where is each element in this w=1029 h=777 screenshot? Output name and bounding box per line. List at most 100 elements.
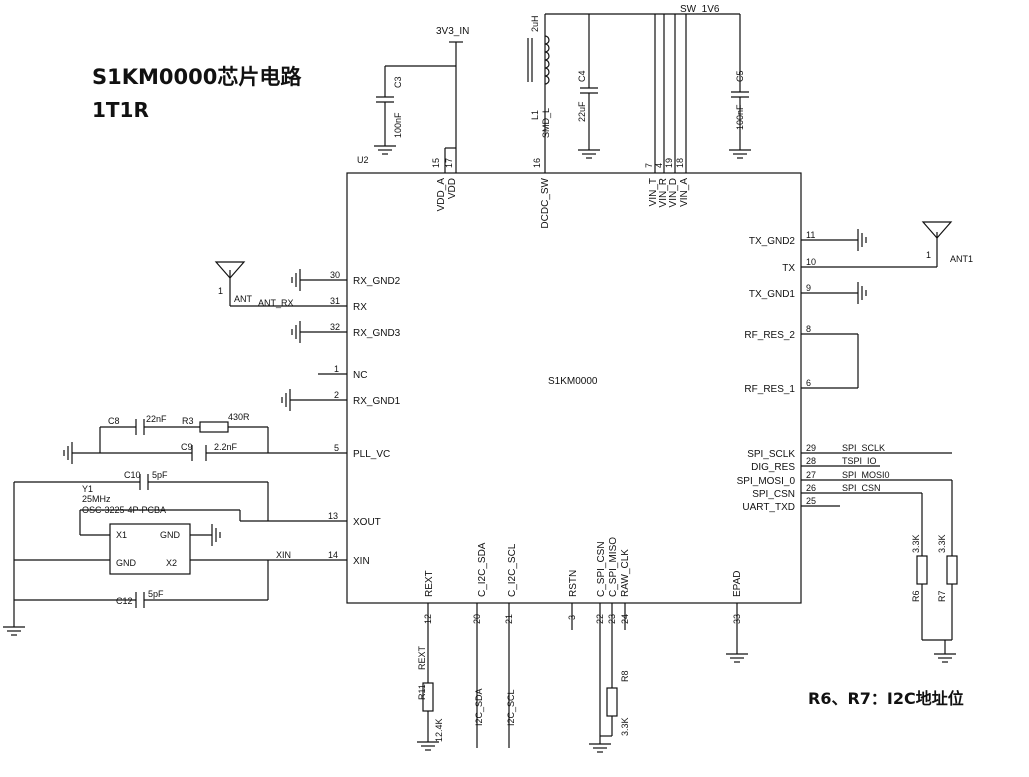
pin-num-rf-res-1: 6 xyxy=(806,378,811,388)
r3-ref: R3 xyxy=(182,416,194,426)
c10-value: 5pF xyxy=(152,470,168,480)
y1-pin-gnd-right: GND xyxy=(160,530,181,540)
pin-num-dig-res: 28 xyxy=(806,456,816,466)
chip-ref: U2 xyxy=(357,155,369,165)
chip-name: S1KM0000 xyxy=(548,376,598,387)
c3-value: 100nF xyxy=(393,112,403,138)
pin-name-rx-gnd2: RX_GND2 xyxy=(353,276,401,287)
resistor-r6 xyxy=(916,555,928,585)
net-tspi-io: TSPI_IO xyxy=(842,456,877,466)
pin-name-raw-clk: RAW_CLK xyxy=(620,549,631,597)
c9-ref: C9 xyxy=(181,442,193,452)
antenna-tx-ref: ANT1 xyxy=(950,254,973,264)
c3-ref: C3 xyxy=(393,76,403,88)
pin-name-tx: TX xyxy=(782,263,795,274)
r6-ref: R6 xyxy=(911,590,921,602)
pin-num-rext: 12 xyxy=(423,614,433,624)
pin-name-spi-mosi: SPI_MOSI_0 xyxy=(737,476,796,487)
y1-part: OSC-3225-4P-PCBA xyxy=(82,505,166,515)
pin-name-spi-miso: C_SPI_MISO xyxy=(608,537,619,597)
c4-value: 22uF xyxy=(577,101,587,122)
pin-name-uart-txd: UART_TXD xyxy=(742,502,795,513)
ground-c4-icon xyxy=(578,149,600,159)
pin-name-sda: C_I2C_SDA xyxy=(477,542,488,597)
pin-num-spi-mosi: 27 xyxy=(806,470,816,480)
c9-value: 2.2nF xyxy=(214,442,238,452)
pin-name-rf-res-2: RF_RES_2 xyxy=(744,330,795,341)
ground-r8-icon xyxy=(589,743,611,753)
r11-value: 12.4K xyxy=(434,718,444,742)
c8-value: 22nF xyxy=(146,414,167,424)
ground-c3-icon xyxy=(374,145,396,155)
pin-name-rstn: RSTN xyxy=(568,570,579,597)
l1-value: 2uH xyxy=(530,15,540,32)
r6-value: 3.3K xyxy=(911,534,921,553)
net-ant-rx: ANT_RX xyxy=(258,298,294,308)
net-rext: REXT xyxy=(417,645,427,670)
pin-num-rx-gnd1: 2 xyxy=(334,390,339,400)
pin-num-rx-gnd2: 30 xyxy=(330,270,340,280)
inductor-l1-icon xyxy=(527,35,550,85)
ground-tx-gnd1-icon xyxy=(857,282,867,304)
pin-name-spi-sclk: SPI_SCLK xyxy=(747,449,795,460)
r7-ref: R7 xyxy=(937,590,947,602)
pin-num-rx-gnd3: 32 xyxy=(330,322,340,332)
pin-num-sda: 20 xyxy=(472,614,482,624)
pin-name-rf-res-1: RF_RES_1 xyxy=(744,384,795,395)
antenna-tx-pin: 1 xyxy=(926,250,931,260)
y1-ref: Y1 xyxy=(82,484,93,494)
pin-num-vdd: 17 xyxy=(444,158,454,168)
ground-r11-icon xyxy=(417,741,439,751)
r8-ref: R8 xyxy=(620,670,630,682)
pin-num-vin-t: 7 xyxy=(644,163,654,168)
ground-epad-icon xyxy=(726,653,748,663)
pin-name-spi-csn-b: C_SPI_CSN xyxy=(596,541,607,597)
pin-name-vin-t: VIN_T xyxy=(648,178,659,206)
pin-num-rx: 31 xyxy=(330,296,340,306)
ground-rx-gnd2-icon xyxy=(291,269,301,291)
r8-value: 3.3K xyxy=(620,717,630,736)
net-spi-mosi: SPI_MOSI0 xyxy=(842,470,890,480)
pin-name-xout: XOUT xyxy=(353,517,381,528)
net-i2c-scl: I2C_SCL xyxy=(506,689,516,726)
pin-name-vdd: VDD xyxy=(447,178,458,199)
pin-num-nc: 1 xyxy=(334,364,339,374)
pin-num-spi-miso: 23 xyxy=(607,614,617,624)
pin-num-vdd-a: 15 xyxy=(431,158,441,168)
net-3v3-in: 3V3_IN xyxy=(436,26,469,37)
pin-num-scl: 21 xyxy=(504,614,514,624)
pin-num-tx-gnd2: 11 xyxy=(806,230,815,240)
pin-name-rx-gnd1: RX_GND1 xyxy=(353,396,401,407)
r3-value: 430R xyxy=(228,412,250,422)
net-i2c-sda: I2C_SDA xyxy=(474,688,484,726)
schematic-subtitle: 1T1R xyxy=(92,98,149,122)
r11-ref: R11 xyxy=(417,684,427,700)
pin-num-xin: 14 xyxy=(328,550,338,560)
pin-name-nc: NC xyxy=(353,370,367,381)
pin-num-tx-gnd1: 9 xyxy=(806,283,811,293)
ground-rx-gnd3-icon xyxy=(291,321,301,343)
ground-crystal-icon xyxy=(3,626,25,636)
c12-ref: C12 xyxy=(116,596,133,606)
pin-name-scl: C_I2C_SCL xyxy=(507,543,518,597)
pin-name-rx: RX xyxy=(353,302,367,313)
net-xin: XIN xyxy=(276,550,291,560)
ground-r6-r7-icon xyxy=(934,653,956,663)
pin-name-rx-gnd3: RX_GND3 xyxy=(353,328,401,339)
ground-y1-icon xyxy=(211,524,221,546)
c10-ref: C10 xyxy=(124,470,141,480)
pin-name-vdd-a: VDD_A xyxy=(436,178,447,212)
pin-num-epad: 33 xyxy=(732,614,742,624)
antenna-tx-icon xyxy=(921,221,953,239)
pin-num-rstn: 3 xyxy=(567,615,577,620)
ground-pll-icon xyxy=(63,442,73,464)
pin-num-dcdc-sw: 16 xyxy=(532,158,542,168)
pin-name-vin-d: VIN_D xyxy=(668,178,679,207)
pin-num-vin-a: 18 xyxy=(675,158,685,168)
y1-pin-x2: X2 xyxy=(166,558,177,568)
net-spi-csn: SPI_CSN xyxy=(842,483,881,493)
resistor-r3 xyxy=(199,421,229,433)
ground-tx-gnd2-icon xyxy=(857,229,867,251)
net-sw-1v6: SW_1V6 xyxy=(680,4,720,15)
